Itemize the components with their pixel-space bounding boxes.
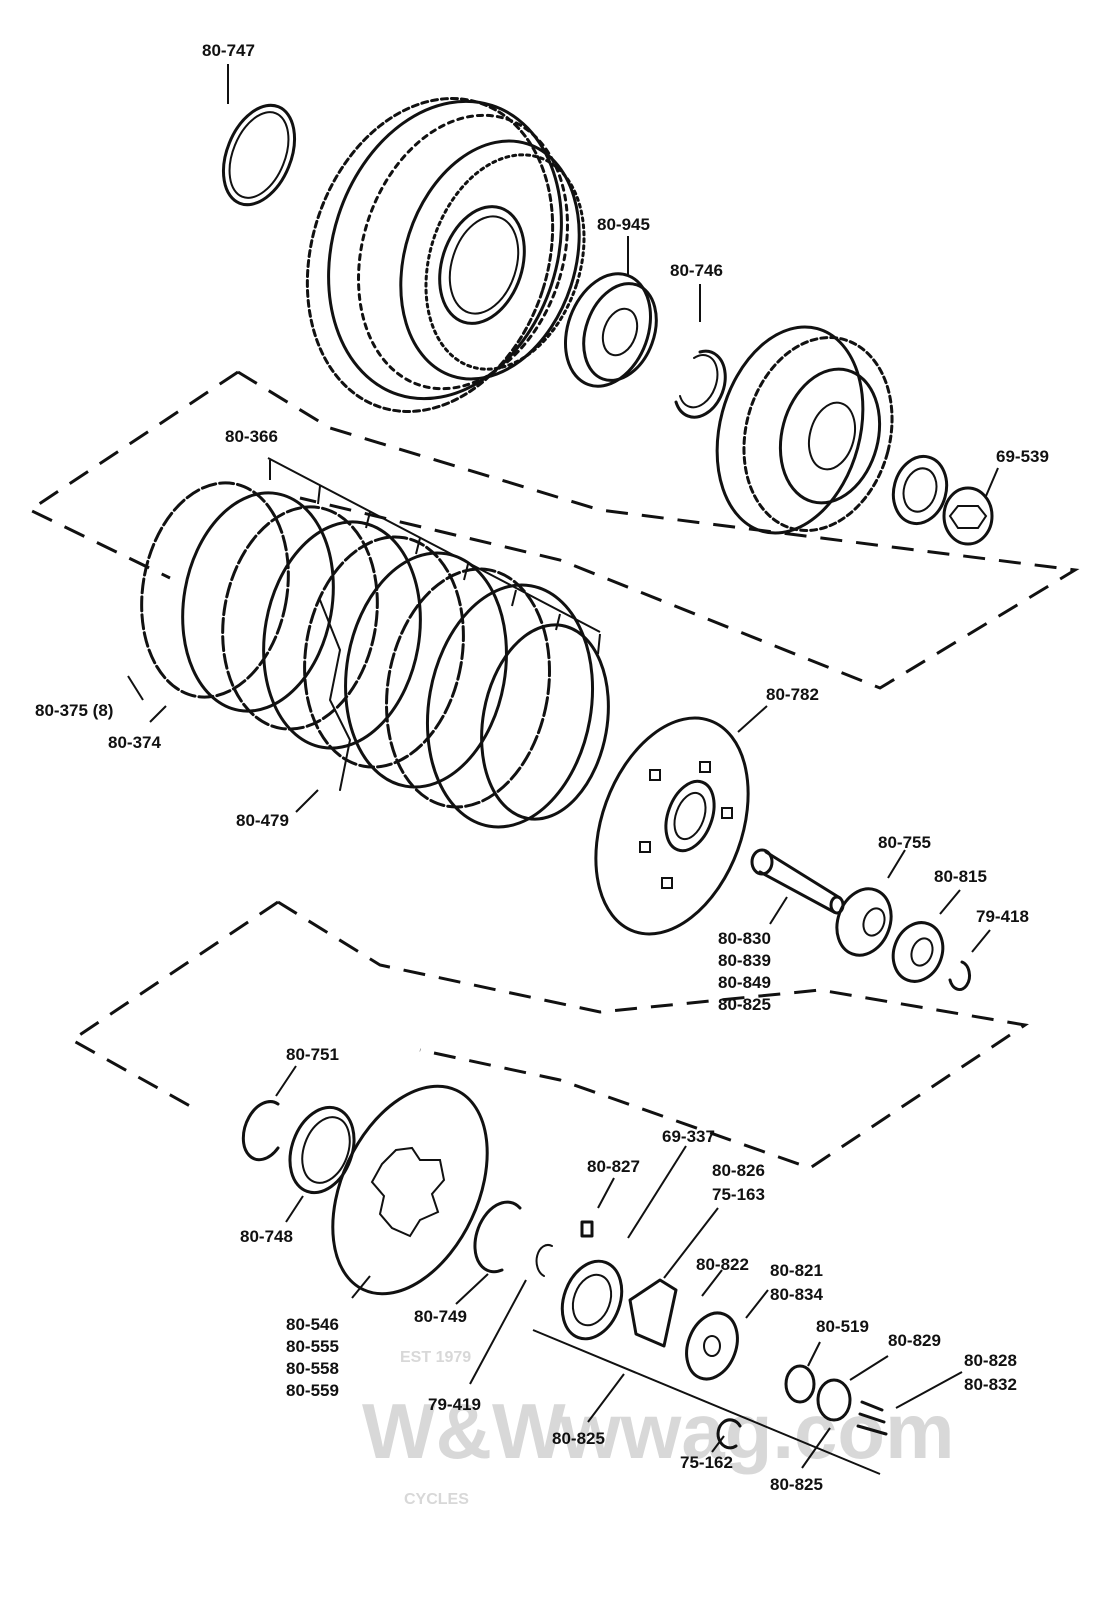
label-80-834: 80-834: [770, 1285, 823, 1304]
label-80-479: 80-479: [236, 811, 289, 830]
bearing-80-748: [288, 1105, 356, 1195]
label-75-163: 75-163: [712, 1185, 765, 1204]
label-80-366: 80-366: [225, 427, 278, 446]
watermark-cycles: CYCLES: [404, 1491, 469, 1508]
label-80-519: 80-519: [816, 1317, 869, 1336]
watermark-site: wwag.com: [559, 1387, 954, 1475]
label-80-826: 80-826: [712, 1161, 765, 1180]
plate-80-821: [685, 1311, 739, 1381]
label-80-555: 80-555: [286, 1337, 339, 1356]
bearing-80-945: [563, 272, 658, 388]
label-80-374: 80-374: [108, 733, 161, 752]
spring-80-828: [856, 1400, 888, 1436]
label-80-375: 80-375 (8): [35, 701, 113, 720]
label-80-839: 80-839: [718, 951, 771, 970]
label-80-830: 80-830: [718, 929, 771, 948]
snap-ring-80-751: [241, 1100, 280, 1162]
watermark: EST 1979 W&W CYCLES wwag.com: [362, 1349, 954, 1508]
watermark-est: EST 1979: [400, 1349, 471, 1366]
lower-assembly: [241, 1084, 888, 1475]
label-80-558: 80-558: [286, 1359, 339, 1378]
label-80-747: 80-747: [202, 41, 255, 60]
label-80-821: 80-821: [770, 1261, 823, 1280]
label-80-828: 80-828: [964, 1351, 1017, 1370]
watermark-brand: W&W: [362, 1387, 566, 1475]
label-69-337: 69-337: [662, 1127, 715, 1146]
bushing-80-519: [784, 1364, 816, 1404]
label-80-849: 80-849: [718, 973, 771, 992]
label-80-945: 80-945: [597, 215, 650, 234]
label-80-815: 80-815: [934, 867, 987, 886]
clutch-plate-stack: [140, 481, 610, 829]
label-80-546: 80-546: [286, 1315, 339, 1334]
snap-ring-80-746: [674, 349, 727, 419]
label-69-539: 69-539: [996, 447, 1049, 466]
dashed-guide-lower: [69, 900, 1029, 1170]
pressure-plate-80-782: [594, 716, 750, 936]
label-79-419: 79-419: [428, 1395, 481, 1414]
pushrod-80-830: [750, 848, 845, 915]
label-79-418: 79-418: [976, 907, 1029, 926]
label-80-559: 80-559: [286, 1381, 339, 1400]
label-80-782: 80-782: [766, 685, 819, 704]
clutch-shell: [305, 97, 586, 413]
adjuster-parts: [835, 887, 971, 992]
label-80-751: 80-751: [286, 1045, 339, 1064]
label-80-827: 80-827: [587, 1157, 640, 1176]
part-labels: 80-747 80-945 80-746 69-539 80-366 80-37…: [35, 41, 1049, 1494]
ramp-80-826: [628, 1278, 678, 1348]
dashed-guides: [26, 370, 1080, 1170]
label-80-748: 80-748: [240, 1227, 293, 1246]
label-80-829: 80-829: [888, 1331, 941, 1350]
label-80-832: 80-832: [964, 1375, 1017, 1394]
label-80-746: 80-746: [670, 261, 723, 280]
label-80-749: 80-749: [414, 1307, 467, 1326]
ring-79-419: [535, 1244, 553, 1277]
spring-plate-80-546: [331, 1084, 489, 1296]
sleeve-80-829: [816, 1378, 852, 1422]
dashed-guide-upper: [26, 370, 1080, 690]
bracket-80-366: [267, 457, 601, 655]
ring-75-162: [716, 1418, 742, 1450]
adjuster-plate-69-337: [560, 1259, 624, 1341]
label-80-825-upper: 80-825: [718, 995, 771, 1014]
screw-80-827: [580, 1220, 594, 1238]
label-75-162: 75-162: [680, 1453, 733, 1472]
clutch-hub: [715, 325, 894, 535]
snap-ring-80-749: [473, 1200, 522, 1274]
label-80-825-lower: 80-825: [770, 1475, 823, 1494]
label-80-755: 80-755: [878, 833, 931, 852]
washer-nut-69-539: [891, 454, 994, 546]
label-80-822: 80-822: [696, 1255, 749, 1274]
label-80-825-mid: 80-825: [552, 1429, 605, 1448]
leader-lines: [127, 64, 999, 1469]
snap-ring-80-747: [222, 103, 296, 207]
